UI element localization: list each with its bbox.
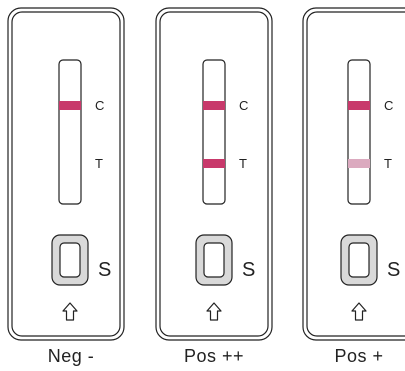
cassette-weak-positive: C T S: [302, 7, 405, 341]
control-label: C: [239, 98, 248, 113]
result-window: [202, 59, 226, 205]
sample-label: S: [98, 259, 111, 281]
caption-negative: Neg -: [47, 346, 95, 366]
control-label: C: [384, 98, 393, 113]
up-arrow-icon: [351, 302, 367, 321]
result-window: [347, 59, 371, 205]
test-line: [203, 159, 225, 168]
test-label: T: [384, 156, 392, 171]
cassette-negative: C T S: [7, 7, 125, 341]
caption-strong-positive: Pos ++: [183, 346, 245, 366]
test-label: T: [239, 156, 247, 171]
up-arrow-icon: [62, 302, 78, 321]
result-window: [58, 59, 82, 205]
test-line: [348, 159, 370, 168]
sample-well-inner: [203, 242, 225, 278]
control-line: [59, 101, 81, 110]
test-label: T: [95, 156, 103, 171]
control-line: [203, 101, 225, 110]
sample-well-inner: [348, 242, 370, 278]
cassette-strong-positive: C T S: [155, 7, 273, 341]
sample-well-inner: [59, 242, 81, 278]
control-line: [348, 101, 370, 110]
sample-label: S: [387, 259, 400, 281]
sample-label: S: [242, 259, 255, 281]
caption-weak-positive: Pos +: [334, 346, 384, 366]
up-arrow-icon: [206, 302, 222, 321]
control-label: C: [95, 98, 104, 113]
